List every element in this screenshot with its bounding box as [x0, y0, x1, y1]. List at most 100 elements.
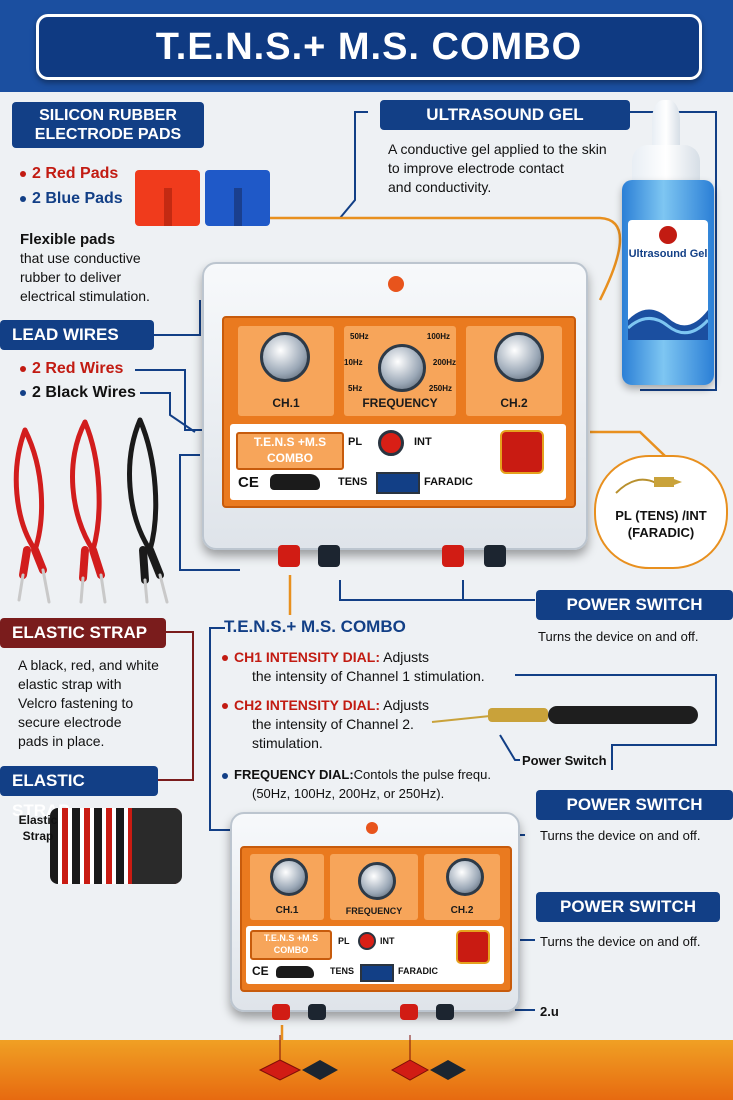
ch2-red-jack[interactable]	[442, 545, 464, 567]
device2-frequency-label: FREQUENCY	[345, 906, 403, 916]
ce-mark: CE	[238, 474, 259, 491]
device2-brand-emblem-icon	[456, 930, 490, 964]
gel-wave-icon	[628, 309, 708, 340]
connector-pin-icon	[615, 477, 682, 494]
gel-bottle-label-text: Ultrasound Gel	[628, 248, 708, 260]
combo-badge: T.E.N.S +M.S COMBO	[236, 432, 344, 470]
bullet-icon	[222, 703, 228, 710]
frequency-dial-desc-line2: (50Hz, 100Hz, 200Hz, or 250Hz).	[252, 786, 445, 801]
frequency-label: FREQUENCY	[362, 396, 438, 410]
frequency-dial-item: FREQUENCY DIAL:Contols the pulse frequ. …	[222, 765, 552, 803]
elastic-desc-line: pads in place.	[18, 733, 105, 749]
bullet-icon	[20, 170, 26, 177]
freq-50-label: 50Hz	[350, 332, 369, 341]
gel-desc-line: and conductivity.	[388, 179, 492, 195]
tens-faradic-switch[interactable]	[376, 472, 420, 494]
device2-pl-label: PL	[338, 936, 350, 946]
freq-250-label: 250Hz	[428, 384, 452, 393]
lead-wires-image	[13, 417, 169, 604]
gel-desc-line: A conductive gel applied to the skin	[388, 141, 607, 157]
device2-ch1-panel: CH.1	[250, 854, 324, 920]
electrodes-heading-line1: SILICON RUBBER	[39, 107, 177, 124]
probe-image	[431, 706, 698, 724]
brand-logo-icon	[366, 822, 378, 834]
elastic-desc-line: Velcro fastening to	[18, 695, 134, 711]
power-switch-desc-2: Turns the device on and off.	[540, 828, 701, 843]
freq-200-label: 200Hz	[432, 358, 456, 367]
elastic-label-line1: Elastic	[18, 813, 58, 827]
device2-tens-faradic-switch[interactable]	[360, 964, 394, 982]
ch2-intensity-knob[interactable]	[494, 332, 544, 382]
power-switch-desc-1: Turns the device on and off.	[538, 629, 699, 644]
frequency-panel: 50Hz 100Hz 10Hz 200Hz 5Hz 250Hz FREQUENC…	[344, 326, 456, 416]
electrodes-heading-line2: ELECTRODE PADS	[34, 126, 182, 143]
blue-pads-item: 2 Blue Pads	[20, 189, 123, 208]
freq-5-label: 5Hz	[348, 384, 363, 393]
bullet-icon	[20, 389, 26, 396]
ch1-black-jack[interactable]	[318, 545, 340, 567]
device2-tens-label: TENS	[330, 966, 355, 976]
gel-bottle-nozzle	[652, 100, 680, 150]
ch2-dial-desc: Adjusts	[379, 697, 430, 713]
device2-front-panel: CH.1 FREQUENCY CH.2 T.E.N.S +M.S COMBO P…	[240, 846, 512, 992]
ch2-label: CH.2	[500, 396, 528, 410]
bullet-icon	[222, 655, 228, 662]
device2-ch2-black-jack[interactable]	[436, 1004, 454, 1020]
brand-logo-icon	[388, 276, 404, 292]
device2-ch2-knob[interactable]	[446, 858, 484, 896]
bottom-band	[0, 1040, 733, 1100]
electrodes-desc-line: rubber to deliver	[20, 269, 122, 285]
combo-heading: T.E.N.S.+ M.S. COMBO	[224, 617, 406, 636]
device2-ch1-knob[interactable]	[270, 858, 308, 896]
device2-badge-line2: COMBO	[273, 945, 309, 955]
red-wires-label: 2 Red Wires	[32, 360, 124, 377]
elastic-strap-heading-2: ELASTIC STRAP	[0, 766, 158, 820]
elastic-strap-image	[50, 808, 182, 884]
blue-pad-connector	[234, 188, 242, 226]
velcro-end	[132, 808, 182, 884]
elastic-desc-line: secure electrode	[18, 714, 122, 730]
black-wires-label: 2 Black Wires	[32, 384, 136, 401]
ch1-dial-desc: Adjusts	[379, 649, 430, 665]
ch2-panel: CH.2	[466, 326, 562, 416]
power-switch-heading-1: POWER SWITCH	[536, 590, 733, 620]
device2-ch2-label: CH.2	[450, 905, 474, 916]
small-label: 2.u	[540, 1004, 559, 1019]
device2-lion-logo-icon	[276, 966, 314, 978]
ch1-panel: CH.1	[238, 326, 334, 416]
elastic-strap-label: Elastic Strap	[14, 812, 62, 844]
ch2-dial-desc-line2: the intensity of Channel 2.	[252, 716, 414, 732]
ch1-red-jack[interactable]	[278, 545, 300, 567]
gel-bottle: Ultrasound Gel	[622, 180, 714, 385]
device2-frequency-knob[interactable]	[358, 862, 396, 900]
power-switch-desc-3: Turns the device on and off.	[540, 934, 701, 949]
probe-label: Power Switch	[522, 753, 607, 768]
device2-pl-int-switch[interactable]	[358, 932, 376, 950]
device2-combo-badge: T.E.N.S +M.S COMBO	[250, 930, 332, 960]
gel-logo-icon	[659, 226, 677, 244]
ch2-black-jack[interactable]	[484, 545, 506, 567]
tens-device-main: CH.1 50Hz 100Hz 10Hz 200Hz 5Hz 250Hz FRE…	[202, 262, 588, 550]
ch1-intensity-knob[interactable]	[260, 332, 310, 382]
gel-desc-line: to improve electrode contact	[388, 160, 564, 176]
black-wires-item: 2 Black Wires	[20, 383, 136, 402]
ch2-dial-desc-line3: stimulation.	[252, 735, 323, 751]
pl-int-switch[interactable]	[378, 430, 404, 456]
ch1-dial-item: CH1 INTENSITY DIAL: Adjusts the intensit…	[222, 648, 522, 686]
elastic-strap-description: A black, red, and white elastic strap wi…	[18, 656, 188, 751]
tens-device-secondary: CH.1 FREQUENCY CH.2 T.E.N.S +M.S COMBO P…	[230, 812, 520, 1012]
elastic-desc-line: A black, red, and white	[18, 657, 159, 673]
red-wires-item: 2 Red Wires	[20, 359, 123, 378]
page-title: T.E.N.S.+ M.S. COMBO	[36, 14, 702, 80]
device2-ch1-red-jack[interactable]	[272, 1004, 290, 1020]
elastic-desc-line: elastic strap with	[18, 676, 122, 692]
device2-frequency-panel: FREQUENCY	[330, 854, 418, 920]
gel-description: A conductive gel applied to the skin to …	[388, 140, 648, 197]
device2-ch2-red-jack[interactable]	[400, 1004, 418, 1020]
pl-label: PL	[348, 436, 363, 448]
device2-ch2-panel: CH.2	[424, 854, 500, 920]
device2-ch1-black-jack[interactable]	[308, 1004, 326, 1020]
blue-pads-label: 2 Blue Pads	[32, 190, 123, 207]
frequency-knob[interactable]	[378, 344, 426, 392]
bullet-icon	[20, 365, 26, 372]
